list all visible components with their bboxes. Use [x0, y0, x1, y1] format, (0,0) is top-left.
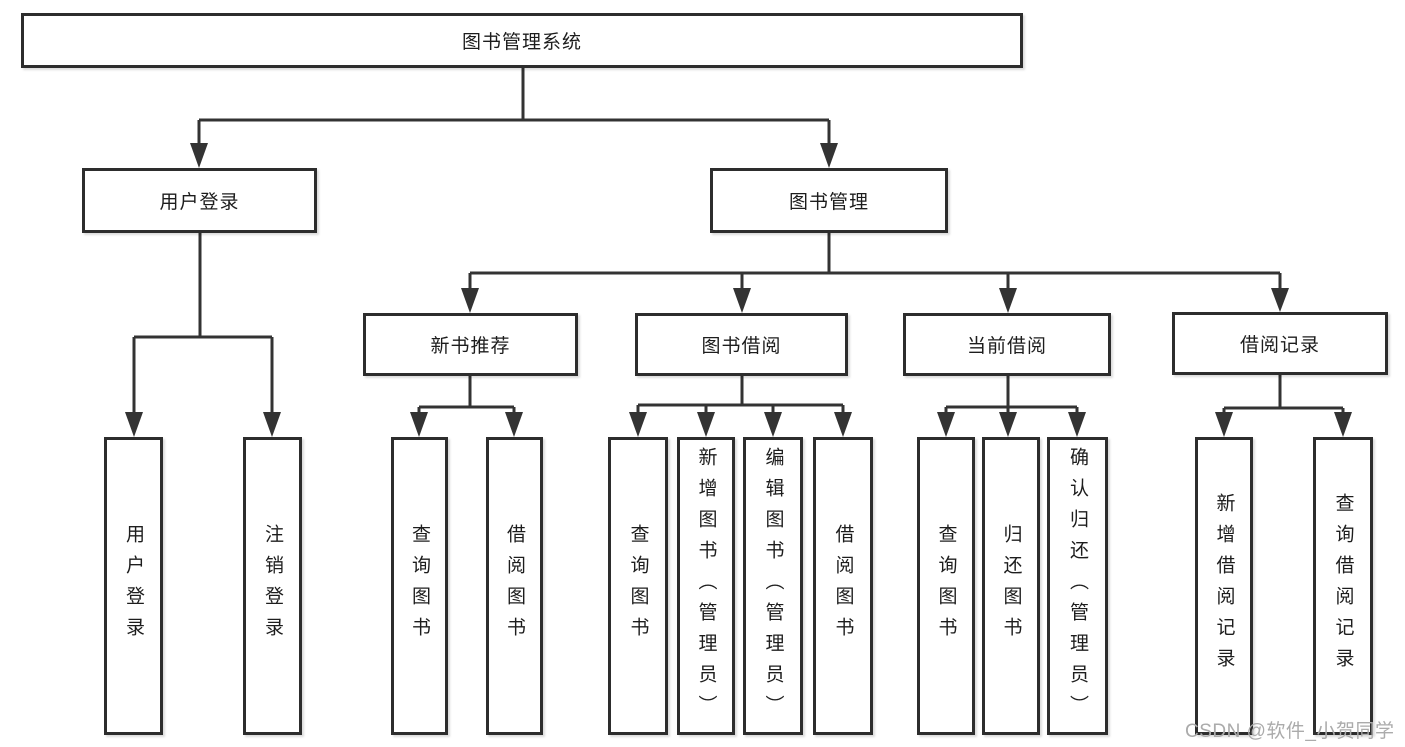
leaf-return-books: 归还图书 [982, 437, 1040, 735]
node-label: 查询图书 [935, 524, 957, 648]
node-label: 确认归还（管理员） [1067, 446, 1088, 726]
node-current-borrow: 当前借阅 [903, 313, 1111, 376]
leaf-logout: 注销登录 [243, 437, 302, 735]
node-label: 查询借阅记录 [1332, 493, 1354, 679]
leaf-borrow-books-recommend: 借阅图书 [486, 437, 543, 735]
leaf-query-borrow-record: 查询借阅记录 [1313, 437, 1373, 735]
node-label: 用户登录 [123, 524, 144, 648]
node-library-management-system: 图书管理系统 [21, 13, 1023, 68]
node-label: 用户登录 [159, 192, 240, 213]
leaf-edit-books-admin: 编辑图书（管理员） [743, 437, 803, 735]
arrowheads [125, 143, 1352, 437]
node-label: 图书管理系统 [461, 32, 582, 53]
leaf-borrow-books: 借阅图书 [813, 437, 873, 735]
leaf-user-login: 用户登录 [104, 437, 163, 735]
node-book-management: 图书管理 [710, 168, 948, 233]
node-label: 查询图书 [627, 524, 649, 648]
leaf-query-books-current: 查询图书 [917, 437, 975, 735]
node-label: 新增图书（管理员） [695, 446, 717, 726]
node-label: 新书推荐 [430, 336, 511, 357]
node-label: 图书管理 [788, 192, 869, 213]
leaf-add-books-admin: 新增图书（管理员） [677, 437, 735, 735]
node-label: 当前借阅 [966, 336, 1047, 357]
node-new-book-recommend: 新书推荐 [363, 313, 578, 376]
node-book-borrow: 图书借阅 [635, 313, 848, 376]
node-label: 借阅图书 [832, 524, 854, 648]
node-label: 图书借阅 [701, 336, 782, 357]
node-label: 借阅记录 [1239, 335, 1320, 356]
node-label: 注销登录 [262, 524, 283, 648]
leaf-query-books-recommend: 查询图书 [391, 437, 448, 735]
csdn-watermark: CSDN @软件_小贺同学 [1185, 721, 1395, 742]
node-label: 查询图书 [409, 524, 430, 648]
node-label: 借阅图书 [504, 524, 525, 648]
node-user-login: 用户登录 [82, 168, 317, 233]
leaf-add-borrow-record: 新增借阅记录 [1195, 437, 1253, 735]
node-label: 新增借阅记录 [1213, 493, 1235, 679]
leaf-confirm-return-admin: 确认归还（管理员） [1047, 437, 1108, 735]
node-label: 归还图书 [1000, 524, 1022, 648]
leaf-query-books-borrow: 查询图书 [608, 437, 668, 735]
node-label: 编辑图书（管理员） [762, 446, 784, 726]
node-borrow-records: 借阅记录 [1172, 312, 1388, 375]
